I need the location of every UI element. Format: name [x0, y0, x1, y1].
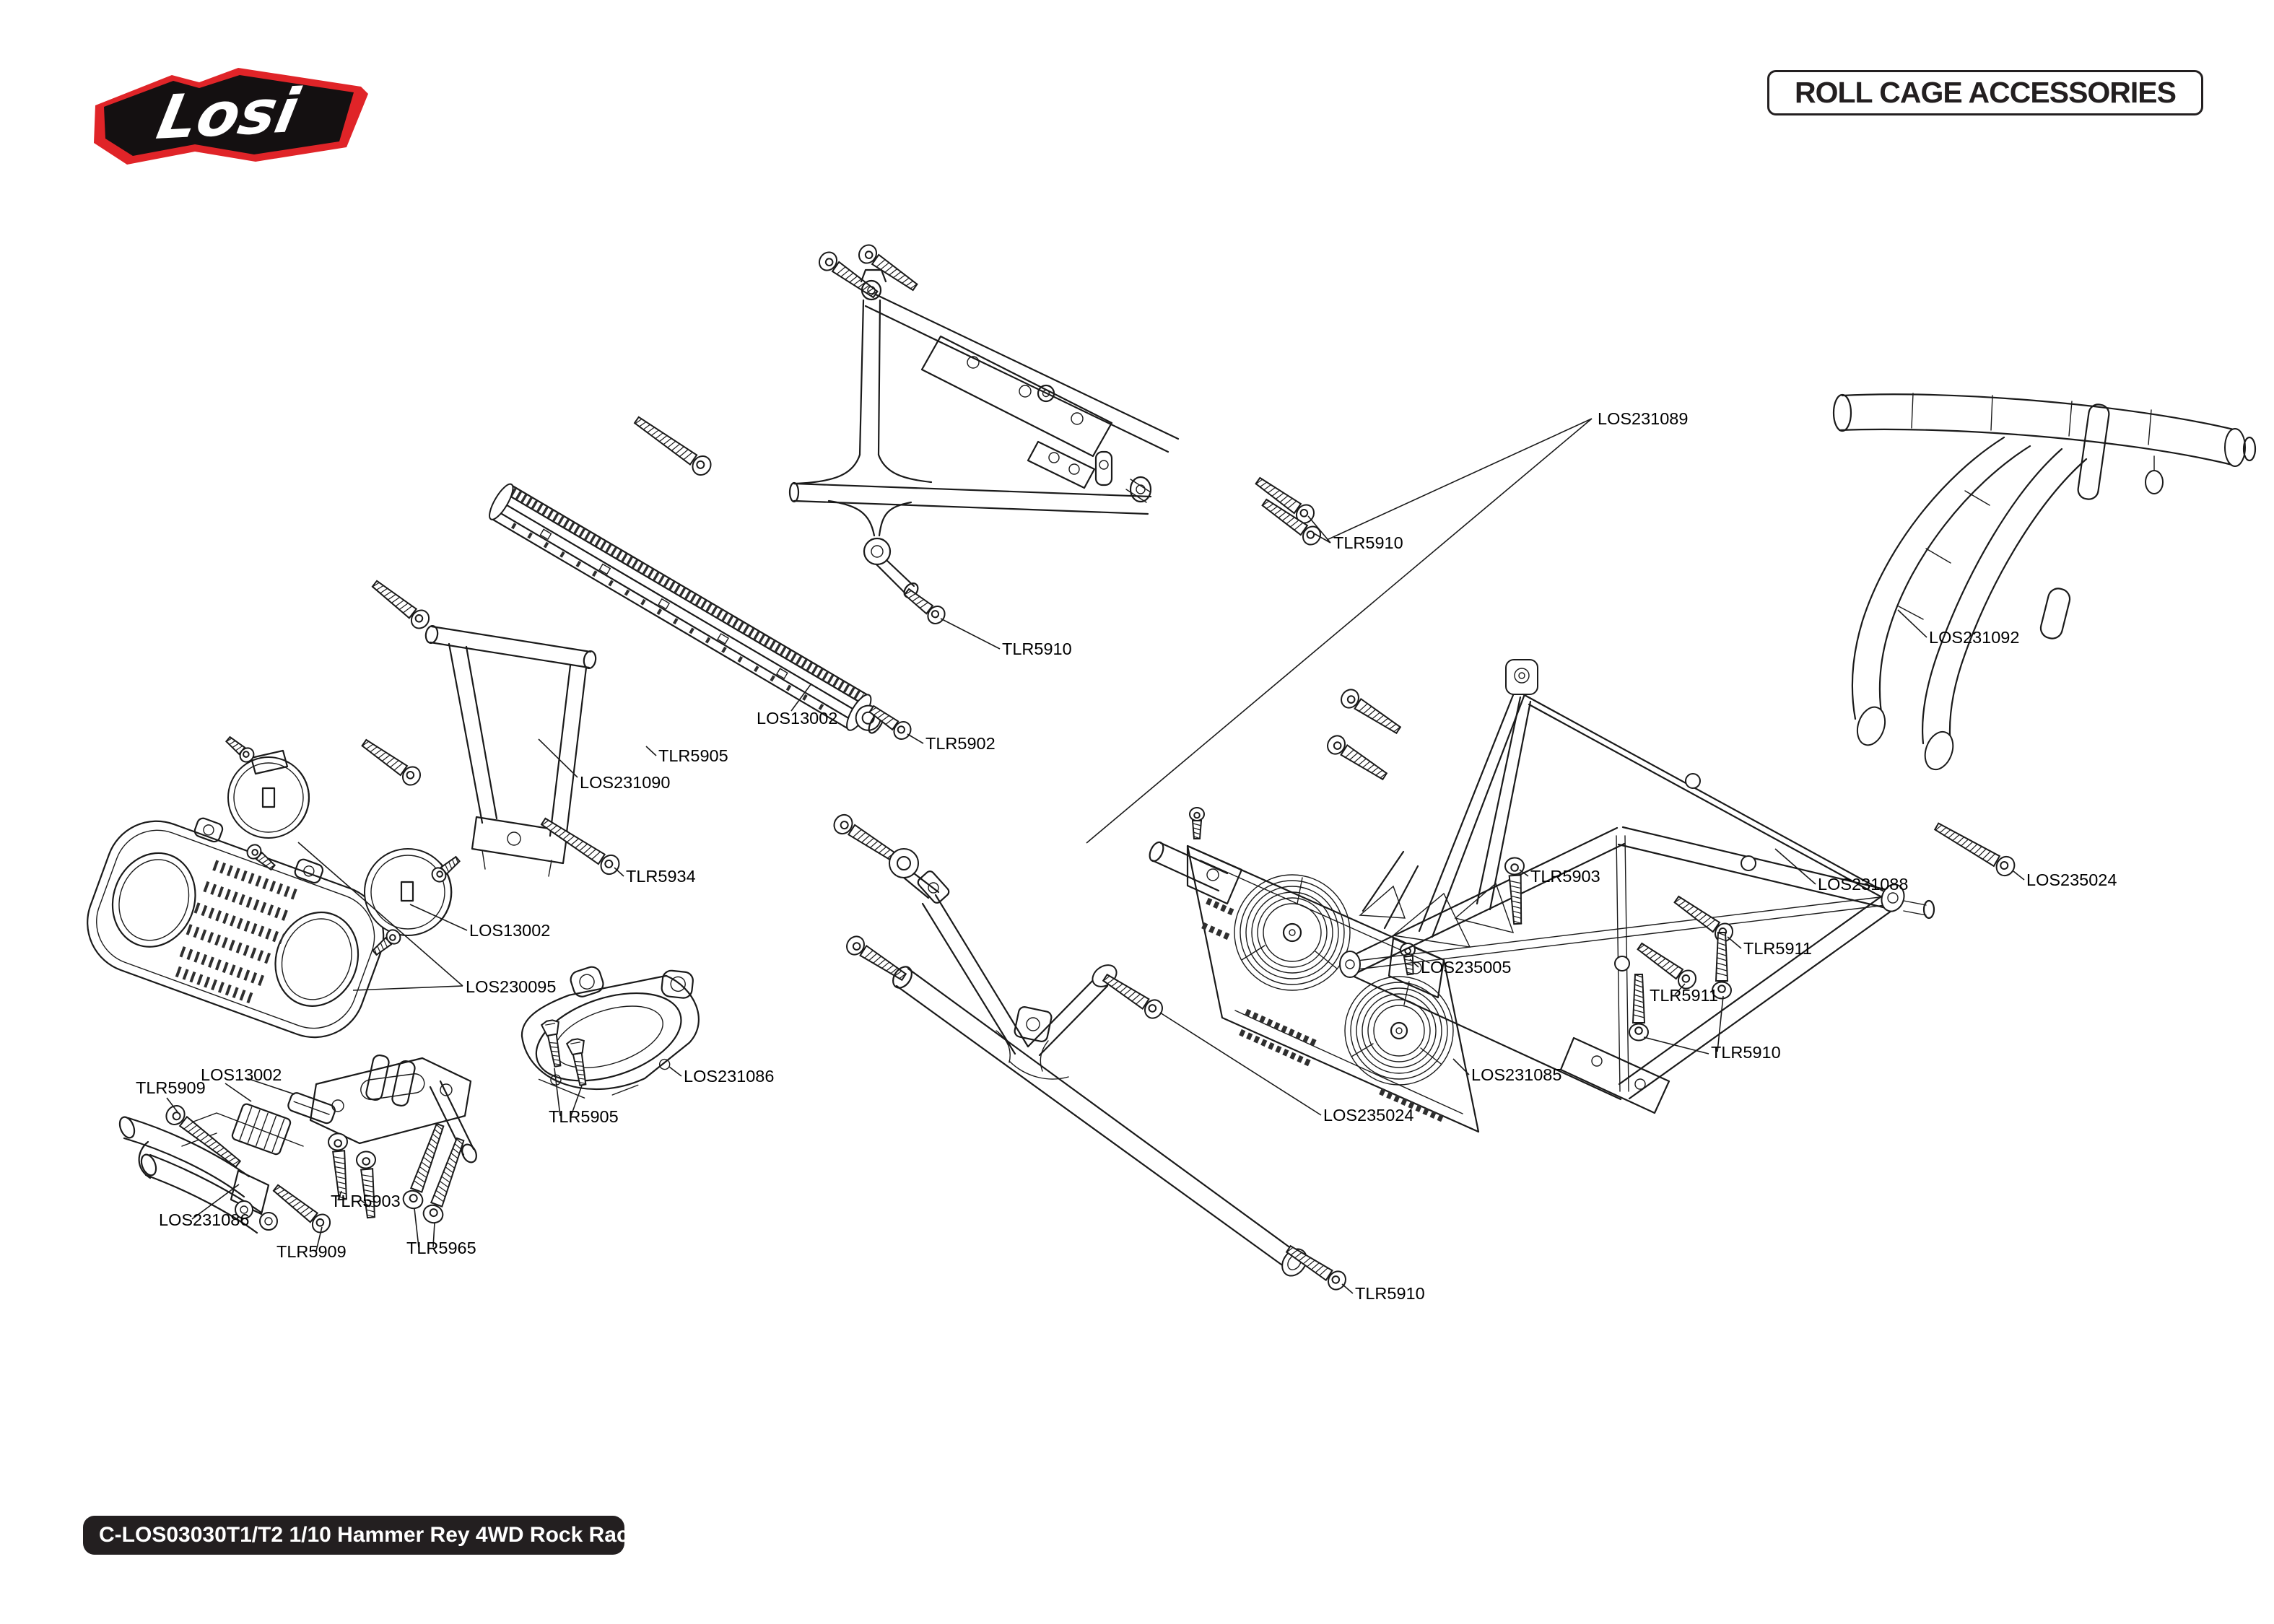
light-pod-upper	[222, 733, 310, 874]
light-bar-mount-blocks	[231, 1092, 336, 1156]
part-label-LOS231090: LOS231090	[580, 773, 670, 792]
logo-text: Losi	[152, 76, 305, 153]
leader-line	[409, 904, 468, 931]
leader-line	[1409, 959, 1419, 968]
rear-cage-assembly	[1323, 659, 2019, 1114]
leader-line	[360, 1200, 370, 1208]
part-label-LOS13002: LOS13002	[757, 709, 837, 728]
part-label-TLR5905: TLR5905	[658, 746, 728, 765]
roof-cage-front-assembly	[788, 240, 1325, 628]
leader-line	[1717, 995, 1724, 1052]
part-label-LOS13002: LOS13002	[201, 1065, 282, 1084]
part-labels-layer: LOS231089TLR5910TLR5910LOS13002TLR5902TL…	[136, 409, 2117, 1303]
part-label-LOS235024: LOS235024	[1323, 1106, 1413, 1125]
part-label-TLR5911: TLR5911	[1650, 986, 1718, 1005]
leader-line	[297, 842, 463, 987]
part-label-TLR5902: TLR5902	[925, 734, 996, 753]
windshield-frame	[358, 575, 624, 878]
leader-line	[1643, 1036, 1709, 1055]
leader-line	[1159, 1012, 1322, 1116]
leader-line	[1727, 936, 1742, 949]
light-pod-lower	[364, 848, 463, 959]
leader-line	[940, 618, 1001, 650]
rear-tube-bumper	[1832, 393, 2257, 771]
leader-line	[614, 867, 624, 877]
leader-line	[1674, 983, 1686, 995]
part-label-LOS13002: LOS13002	[469, 921, 550, 940]
logo-field	[104, 75, 354, 156]
leader-line	[1326, 418, 1593, 541]
part-label-LOS235024: LOS235024	[2026, 870, 2117, 889]
leader-line	[790, 683, 812, 712]
part-label-LOS230095: LOS230095	[466, 977, 556, 996]
leader-line	[1307, 515, 1331, 543]
fan-right	[1344, 976, 1454, 1086]
skid-plate-bracket	[309, 1054, 477, 1164]
leader-line	[414, 1208, 419, 1248]
leader-line	[907, 733, 924, 744]
fan-panel	[1149, 841, 1480, 1133]
part-label-TLR5934: TLR5934	[626, 867, 696, 886]
part-label-TLR5965: TLR5965	[406, 1239, 476, 1257]
light-ring-mount	[520, 966, 700, 1099]
leader-line	[1774, 848, 1816, 885]
part-label-TLR5910: TLR5910	[1002, 639, 1072, 658]
leader-line	[1313, 533, 1331, 543]
page-title: ROLL CAGE ACCESSORIES	[1794, 76, 2177, 109]
part-label-LOS231088: LOS231088	[1818, 875, 1908, 894]
footer-model-box: C-LOS03030T1/T2 1/10 Hammer Rey 4WD Rock…	[83, 1516, 700, 1555]
leader-line	[1452, 1058, 1470, 1075]
light-bar	[489, 483, 885, 734]
fan-left	[1234, 874, 1351, 991]
leader-line	[554, 1068, 561, 1117]
part-label-TLR5903: TLR5903	[331, 1192, 401, 1210]
part-label-LOS231092: LOS231092	[1929, 628, 2019, 647]
part-label-TLR5910: TLR5910	[1333, 533, 1403, 552]
part-label-TLR5909: TLR5909	[276, 1242, 347, 1261]
leader-line	[1086, 418, 1593, 844]
leader-line	[191, 1184, 240, 1220]
leader-line	[570, 1085, 583, 1117]
part-label-TLR5905: TLR5905	[549, 1107, 619, 1126]
part-label-LOS231085: LOS231085	[1471, 1065, 1561, 1084]
footer-model-text: C-LOS03030T1/T2 1/10 Hammer Rey 4WD Rock…	[99, 1523, 700, 1547]
part-label-LOS231089: LOS231089	[1598, 409, 1688, 428]
leader-line	[166, 1097, 179, 1114]
leader-line	[645, 746, 657, 756]
leader-line	[538, 738, 578, 778]
leader-line	[2013, 870, 2025, 881]
part-label-TLR5909: TLR5909	[136, 1078, 206, 1097]
leader-line	[1341, 1283, 1354, 1294]
roof-cage-lower-assembly	[829, 811, 1350, 1294]
leader-line	[352, 985, 463, 991]
leader-line	[668, 1066, 682, 1077]
leader-line	[1519, 869, 1529, 877]
part-label-LOS231086: LOS231086	[159, 1210, 249, 1229]
part-label-LOS231086: LOS231086	[684, 1067, 774, 1086]
part-label-TLR5911: TLR5911	[1743, 939, 1812, 958]
part-label-TLR5903: TLR5903	[1530, 867, 1600, 886]
front-bumper-assembly	[118, 1112, 304, 1234]
leader-line	[1897, 609, 1927, 638]
losi-logo: Losi	[85, 58, 374, 173]
part-label-LOS235005: LOS235005	[1421, 958, 1511, 977]
leader-line	[432, 1222, 435, 1248]
page-title-box: ROLL CAGE ACCESSORIES	[1767, 70, 2203, 115]
part-label-TLR5910: TLR5910	[1711, 1043, 1781, 1062]
leader-line	[246, 1078, 295, 1095]
grille-panel	[87, 817, 385, 1039]
leader-line	[225, 1083, 252, 1102]
leader-line	[315, 1226, 323, 1252]
leader-line	[337, 1190, 342, 1201]
part-label-TLR5910: TLR5910	[1355, 1284, 1425, 1303]
